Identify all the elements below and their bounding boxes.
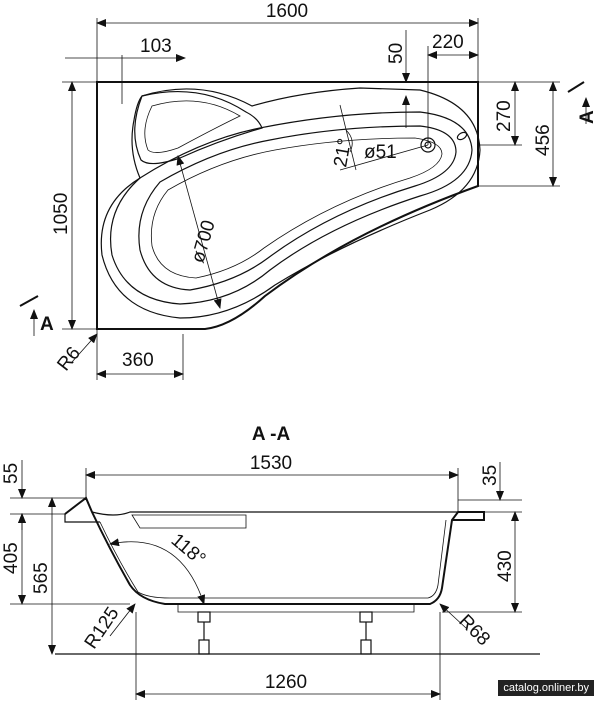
- dim-565: 565: [31, 562, 52, 594]
- dim-430: 430: [495, 550, 516, 582]
- section-title: A -A: [252, 424, 291, 445]
- radius-corner: R6: [53, 343, 85, 375]
- basin-inner: [138, 125, 457, 291]
- dim-103: 103: [140, 36, 172, 57]
- dim-220: 220: [432, 32, 464, 53]
- tub-profile: [64, 496, 485, 605]
- dim-55: 55: [1, 463, 22, 484]
- svg-text:A: A: [577, 110, 598, 124]
- diameter-drain: ø51: [364, 142, 397, 163]
- radius-68: R68: [454, 611, 493, 650]
- plan-view: 1600 103 50 220 270 456 1050 360: [19, 1, 598, 380]
- dim-35: 35: [480, 465, 501, 486]
- dim-405: 405: [1, 542, 22, 574]
- dim-1530: 1530: [250, 453, 292, 474]
- dim-50: 50: [386, 43, 407, 64]
- watermark: catalog.onliner.by: [498, 680, 594, 696]
- section-view: A -A 1530 55: [1, 424, 540, 700]
- angle-21: 21°: [330, 137, 356, 169]
- plan-outline: [96, 81, 479, 330]
- dim-456: 456: [533, 124, 554, 156]
- dim-length: 1600: [266, 1, 308, 22]
- dim-1260: 1260: [265, 672, 307, 693]
- diameter-basin: ø700: [188, 218, 220, 265]
- angle-118: 118°: [167, 530, 210, 570]
- dim-width: 1050: [51, 193, 72, 235]
- radius-125: R125: [81, 603, 124, 652]
- dim-360: 360: [122, 350, 154, 371]
- basin-outer: [109, 111, 473, 305]
- dim-270: 270: [494, 100, 515, 132]
- section-marker-left: A: [19, 295, 54, 336]
- leg-left: [197, 611, 211, 655]
- section-marker-right: A: [567, 81, 598, 124]
- leg-right: [359, 611, 373, 655]
- svg-text:A: A: [40, 314, 54, 335]
- headrest-lobe: [134, 91, 263, 165]
- overflow-icon: [456, 131, 468, 141]
